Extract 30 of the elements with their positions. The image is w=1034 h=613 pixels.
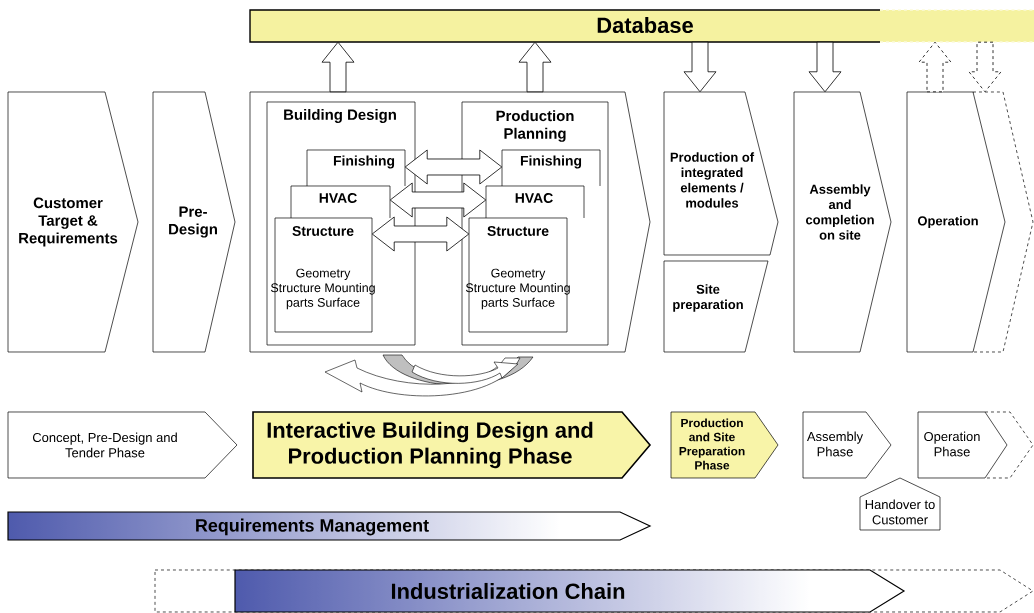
discipline-box: HVAC (290, 185, 391, 219)
phase-step: Production and Site Preparation Phase (670, 411, 779, 479)
discipline-box: Finishing (501, 149, 601, 187)
block-arrow (321, 41, 355, 93)
database-bar: Database (249, 9, 1034, 43)
process-step: Production of integrated elements / modules (663, 91, 779, 256)
process-step: Pre-Design (152, 91, 236, 353)
phase-step: Assembly Phase (802, 411, 892, 479)
phase-step: Interactive Building Design and Production Planning Phase (252, 411, 652, 479)
discipline-box: HVAC (485, 185, 585, 219)
phase-step: Concept, Pre-Design and Tender Phase (7, 411, 238, 479)
process-step: Site preparation (663, 260, 769, 353)
block-arrow (404, 149, 503, 185)
block-arrow (968, 41, 1002, 93)
process-step: Operation (906, 91, 1034, 353)
process-step: Customer Target & Requirements (7, 91, 139, 353)
milestone-pentagon: Handover to Customer (859, 477, 941, 531)
block-arrow (808, 41, 842, 93)
timeline-bar: Requirements Management (7, 511, 652, 541)
block-arrow (389, 182, 487, 218)
discipline-box: Structure Geometry Structure Mounting parts Surface (270, 217, 375, 333)
discipline-box: Finishing (306, 149, 406, 187)
block-arrow (683, 41, 717, 93)
discipline-box: Structure Geometry Structure Mounting parts Surface (465, 217, 570, 333)
timeline-bar: Industrialization Chain (154, 569, 1034, 613)
block-arrow (918, 41, 952, 93)
phase-step: Operation Phase (917, 411, 1034, 479)
block-arrow (371, 216, 470, 252)
block-arrow (518, 41, 552, 93)
process-step: Assembly and completion on site (793, 91, 892, 353)
